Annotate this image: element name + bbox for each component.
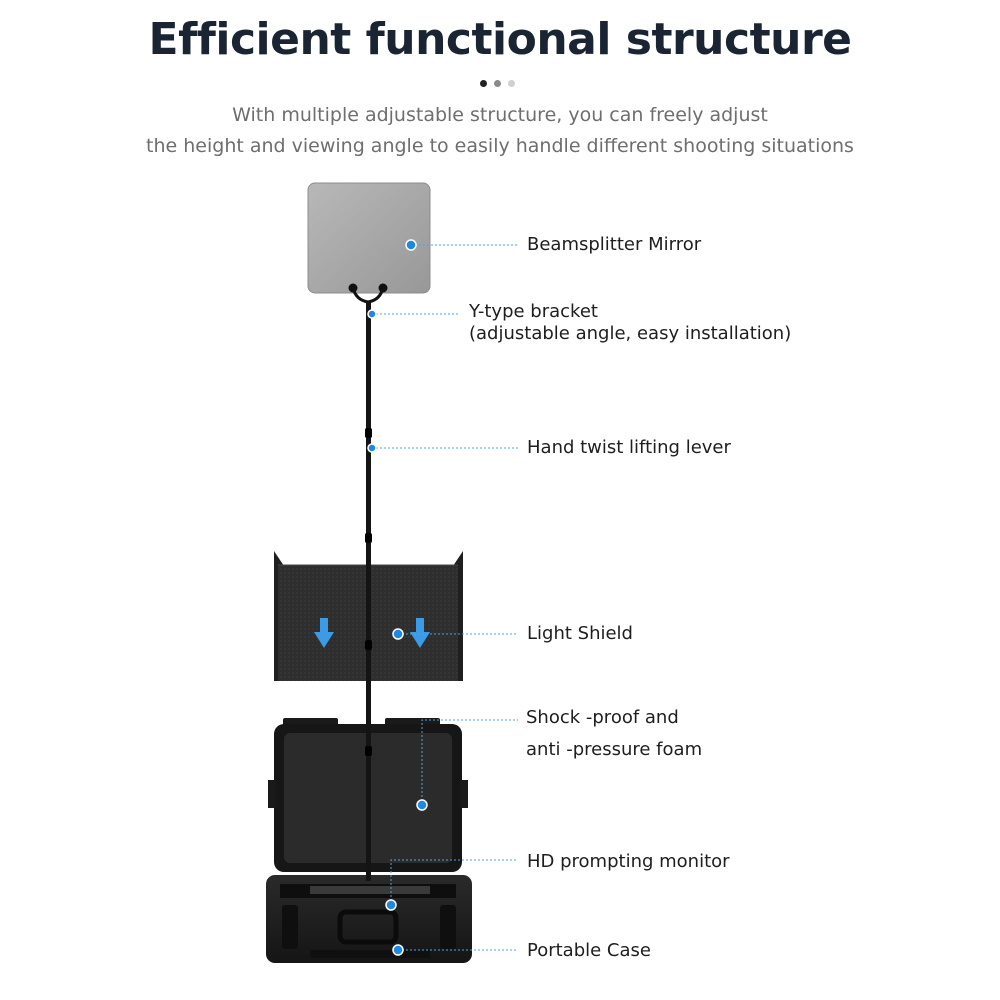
page-title: Efficient functional structure [148,14,852,65]
callout-markers [367,239,428,956]
page-subtitle: With multiple adjustable structure, you … [0,100,1000,162]
telescopic-pole [365,302,372,881]
carousel-dot-3[interactable] [508,80,515,87]
carousel-indicator[interactable] [480,80,515,87]
carousel-dot-1[interactable] [480,80,487,87]
bracket-label-line-1: Y-type bracket [469,301,598,322]
marker-dot-mirror [405,239,417,251]
callout-label-mirror: Beamsplitter Mirror [527,234,702,255]
down-arrow-icon [314,618,334,648]
marker-dot-monitor [385,899,397,911]
marker-dot-case [392,944,404,956]
foam-label-line-2: anti -pressure foam [526,739,703,760]
beamsplitter-mirror [307,182,431,294]
callout-leader-lines [372,244,518,951]
callout-label-monitor: HD prompting monitor [527,851,730,872]
portable-case [266,875,472,963]
marker-dot-foam [416,799,428,811]
marker-dot-lever [367,443,377,453]
carousel-dot-2[interactable] [494,80,501,87]
marker-dot-bracket [367,309,377,319]
bracket-label-line-2: (adjustable angle, easy installation) [469,323,792,344]
subtitle-line-2: the height and viewing angle to easily h… [146,135,854,157]
marker-dot-shield [392,628,404,640]
callout-label-shield: Light Shield [527,623,633,644]
foam-label-line-1: Shock -proof and [526,707,679,728]
callout-label-case: Portable Case [527,940,651,961]
callout-label-foam: Shock -proof and anti -pressure foam [526,702,702,766]
subtitle-line-1: With multiple adjustable structure, you … [232,104,768,126]
down-arrow-icon [410,618,430,648]
callout-label-bracket: Y-type bracket (adjustable angle, easy i… [469,301,791,345]
callout-label-lever: Hand twist lifting lever [527,437,731,458]
